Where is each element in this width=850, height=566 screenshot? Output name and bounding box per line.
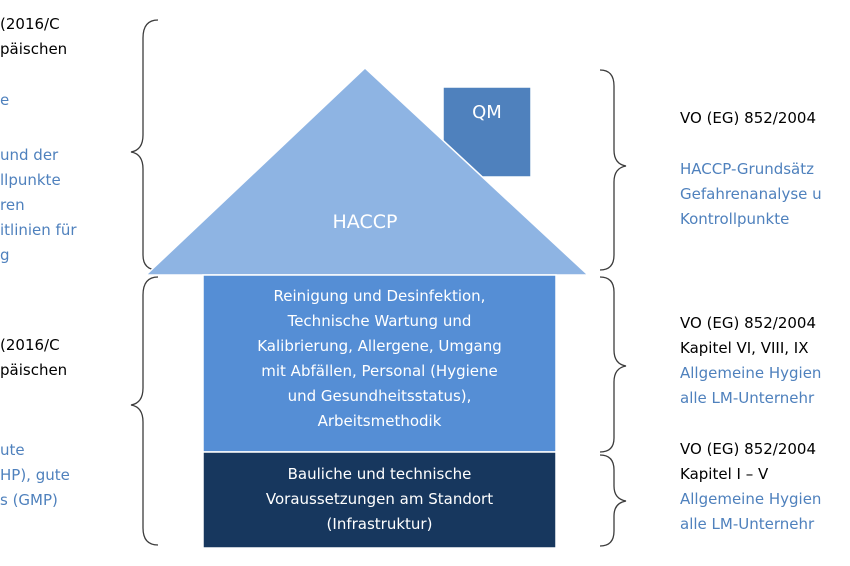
left-group1-blue-line: e (0, 91, 10, 109)
right-lower-brace (599, 454, 627, 547)
left-group1-blue-line: und der (0, 146, 59, 164)
prerequisite-line: Kalibrierung, Allergene, Umgang (257, 337, 502, 355)
prerequisite-line: und Gesundheitsstatus), (287, 387, 472, 405)
left-group2-blue-line: ute (0, 441, 25, 459)
haccp-label: HACCP (332, 211, 398, 233)
left-group1-line: päischen (0, 40, 68, 58)
qm-label: QM (472, 102, 502, 123)
right-group2-title: VO (EG) 852/2004 (680, 314, 817, 332)
left-upper-brace (130, 19, 159, 271)
right-group3-title: VO (EG) 852/2004 (680, 440, 817, 458)
left-group1-blue-line: ren (0, 196, 25, 214)
prerequisite-programs-block (202, 274, 557, 453)
right-group2-blue-line: alle LM-Unternehr (680, 389, 815, 407)
right-upper-brace (599, 69, 627, 271)
right-group2-blue-line: Allgemeine Hygien (680, 364, 822, 382)
left-group2-blue-line: s (GMP) (0, 491, 58, 509)
left-group2-line: päischen (0, 361, 68, 379)
infrastructure-line: (Infrastruktur) (326, 515, 433, 533)
prerequisite-text: Reinigung und Desinfektion, Technische W… (203, 284, 556, 434)
left-group2-line: (2016/C (0, 336, 60, 354)
infrastructure-foundation-block (202, 451, 557, 549)
infrastructure-text: Bauliche und technische Voraussetzungen … (203, 462, 556, 537)
prerequisite-line: mit Abfällen, Personal (Hygiene (261, 362, 498, 380)
prerequisite-line: Arbeitsmethodik (317, 412, 442, 430)
right-group1-blue-line: Kontrollpunkte (680, 210, 790, 228)
right-group3-subtitle: Kapitel I – V (680, 465, 769, 483)
left-group1-line: (2016/C (0, 15, 60, 33)
left-group1-blue-line: g (0, 246, 10, 264)
left-group1-blue-line: llpunkte (0, 171, 61, 189)
right-group1-blue-line: HACCP-Grundsätz (680, 160, 814, 178)
right-group1-title: VO (EG) 852/2004 (680, 109, 817, 127)
right-group3-blue-line: Allgemeine Hygien (680, 490, 822, 508)
left-group2-blue-line: HP), gute (0, 466, 70, 484)
prerequisite-line: Technische Wartung und (287, 312, 472, 330)
prerequisite-line: Reinigung und Desinfektion, (273, 287, 486, 305)
right-group3-blue-line: alle LM-Unternehr (680, 515, 815, 533)
right-group2-subtitle: Kapitel VI, VIII, IX (680, 339, 809, 357)
infrastructure-line: Bauliche und technische (287, 465, 472, 483)
right-middle-brace (599, 276, 627, 453)
infrastructure-line: Voraussetzungen am Standort (265, 490, 494, 508)
left-group1-blue-line: itlinien für (0, 221, 77, 239)
left-lower-brace (130, 276, 159, 546)
right-group1-blue-line: Gefahrenanalyse u (680, 185, 822, 203)
